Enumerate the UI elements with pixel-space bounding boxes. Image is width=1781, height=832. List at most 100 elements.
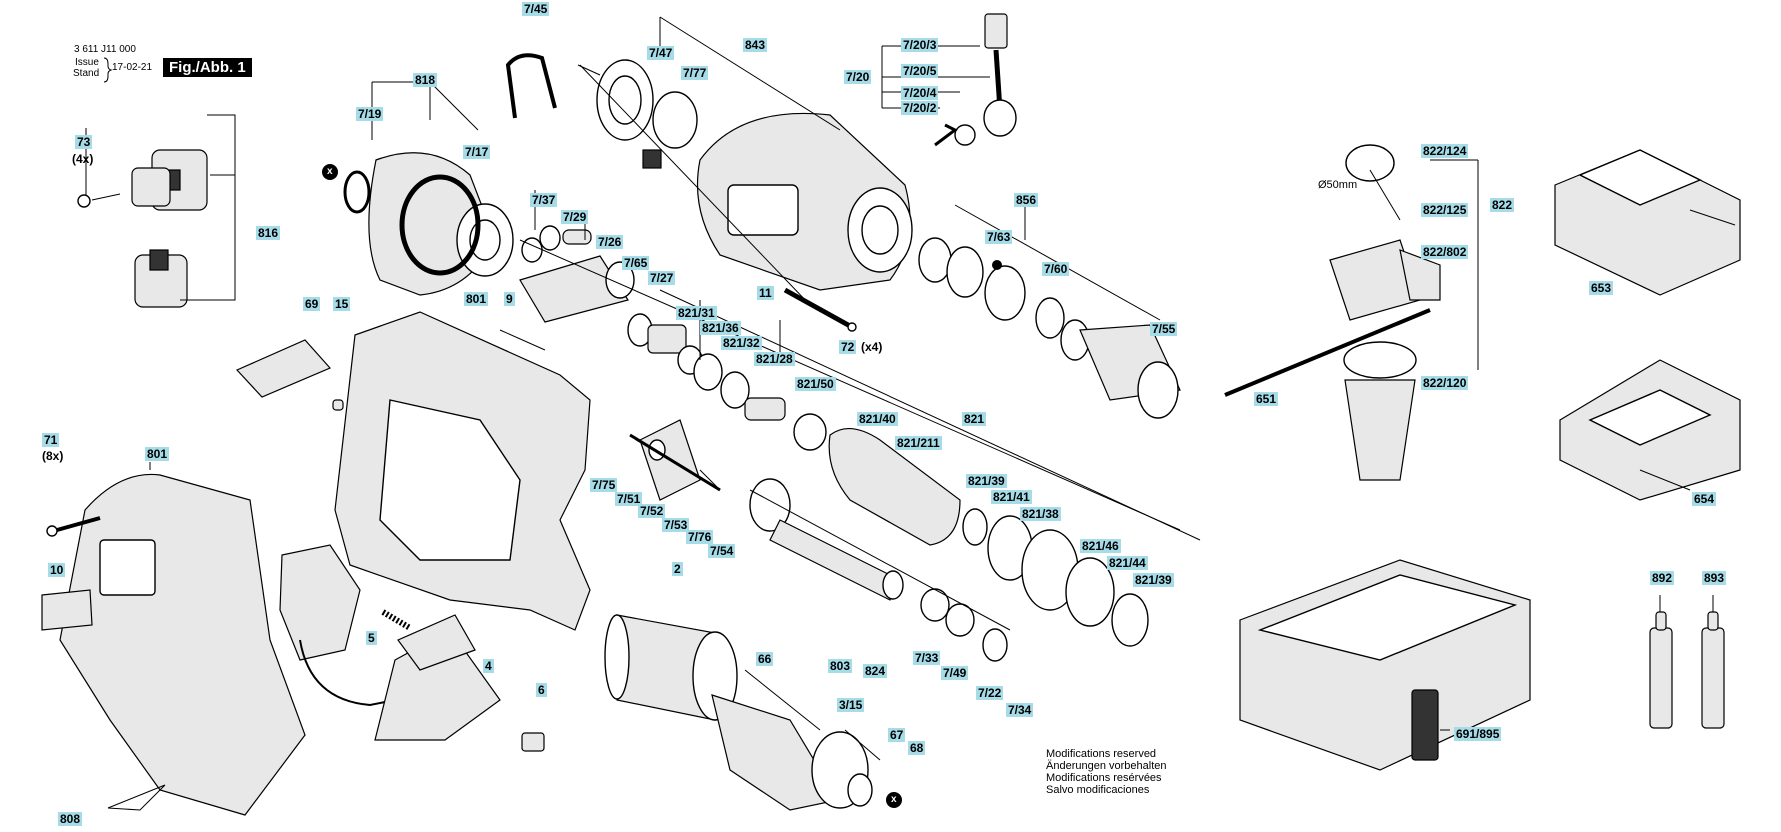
label-821-44: 821/44 <box>1107 556 1148 570</box>
armature-803 <box>711 669 902 811</box>
grease-tubes <box>1649 595 1725 729</box>
label-7-20-5: 7/20/5 <box>901 64 939 78</box>
label-803: 803 <box>828 659 853 673</box>
label-822-125: 822/125 <box>1421 203 1469 217</box>
label-7-49: 7/49 <box>941 666 969 680</box>
label-7-54: 7/54 <box>708 544 736 558</box>
label-893: 893 <box>1702 571 1727 585</box>
label-10: 10 <box>48 563 66 577</box>
label-821: 821 <box>962 412 987 426</box>
label-691-895: 691/895 <box>1454 727 1502 741</box>
label-821-32: 821/32 <box>721 336 762 350</box>
label-843: 843 <box>743 38 768 52</box>
label-7-20: 7/20 <box>844 70 872 84</box>
charger-654 <box>1559 359 1741 501</box>
diameter-note: Ø50mm <box>1318 179 1358 191</box>
label-821-46: 821/46 <box>1080 539 1121 553</box>
figure-tag: Fig./Abb. 1 <box>163 58 252 77</box>
x-mark-right: x <box>891 794 897 805</box>
shaft-824 <box>749 478 1011 662</box>
x-mark-left: x <box>327 166 333 177</box>
label-822-120: 822/120 <box>1421 376 1469 390</box>
label-72: 72 <box>839 340 857 354</box>
label-7-47: 7/47 <box>647 46 675 60</box>
issue-label: Issue <box>75 57 99 68</box>
label-7-63: 7/63 <box>985 230 1013 244</box>
label-821-38: 821/38 <box>1020 507 1061 521</box>
label-7-51: 7/51 <box>615 492 643 506</box>
spindle-group-821 <box>659 289 1201 647</box>
label-892: 892 <box>1650 571 1675 585</box>
label-7-17: 7/17 <box>463 145 491 159</box>
label-7-77: 7/77 <box>681 66 709 80</box>
label-7-60: 7/60 <box>1042 262 1070 276</box>
tool-holder-856 <box>918 204 1181 419</box>
modifications-note: Modifications reserved Änderungen vorbeh… <box>1046 748 1166 796</box>
label-821-211: 821/211 <box>895 436 942 450</box>
label-73: 73 <box>75 135 93 149</box>
label-822-124: 822/124 <box>1421 144 1469 158</box>
qty-8x: (8x) <box>42 449 64 463</box>
label-654: 654 <box>1692 492 1717 506</box>
label-3-15: 3/15 <box>837 698 865 712</box>
label-821-28: 821/28 <box>754 352 795 366</box>
brush-holder-816 <box>77 114 236 308</box>
label-822: 822 <box>1490 198 1515 212</box>
label-7-20-3: 7/20/3 <box>901 38 939 52</box>
label-801-upper: 801 <box>464 292 489 306</box>
label-808: 808 <box>58 812 83 826</box>
label-7-29: 7/29 <box>561 210 589 224</box>
label-7-75: 7/75 <box>590 478 618 492</box>
label-15: 15 <box>333 297 351 311</box>
label-821-50: 821/50 <box>795 377 836 391</box>
battery-653 <box>1554 149 1741 296</box>
label-7-55: 7/55 <box>1150 322 1178 336</box>
label-7-52: 7/52 <box>638 504 666 518</box>
label-856: 856 <box>1014 193 1039 207</box>
label-821-40: 821/40 <box>857 412 898 426</box>
label-821-31: 821/31 <box>676 306 717 320</box>
switch-fork-group <box>629 419 721 501</box>
label-5: 5 <box>366 631 377 645</box>
carrying-case-691-895 <box>1239 559 1531 771</box>
label-7-26: 7/26 <box>596 235 624 249</box>
label-6: 6 <box>536 683 547 697</box>
label-66: 66 <box>756 652 774 666</box>
note-line-fr: Modifications resérvées <box>1046 772 1162 784</box>
label-7-65: 7/65 <box>622 256 650 270</box>
housing-half-801-lower <box>46 462 306 816</box>
label-7-27: 7/27 <box>648 271 676 285</box>
label-7-22: 7/22 <box>976 686 1004 700</box>
label-7-53: 7/53 <box>662 518 690 532</box>
housing-half-801-upper <box>334 311 591 631</box>
end-bracket-818 <box>322 81 514 296</box>
label-7-19: 7/19 <box>356 107 384 121</box>
label-821-39-a: 821/39 <box>966 474 1007 488</box>
note-line-en: Modifications reserved <box>1046 748 1157 760</box>
label-818: 818 <box>413 73 438 87</box>
label-7-20-2: 7/20/2 <box>901 101 939 115</box>
label-801-lower: 801 <box>145 447 170 461</box>
label-7-20-4: 7/20/4 <box>901 86 939 100</box>
sleeve-2 <box>604 614 738 721</box>
label-7-45: 7/45 <box>522 2 550 16</box>
label-11: 11 <box>757 286 774 300</box>
label-2: 2 <box>672 562 683 576</box>
label-7-37: 7/37 <box>530 193 558 207</box>
stand-label: Stand <box>73 68 100 79</box>
label-7-34: 7/34 <box>1006 703 1034 717</box>
label-71: 71 <box>42 433 60 447</box>
label-824: 824 <box>863 664 888 678</box>
note-line-es: Salvo modificaciones <box>1046 784 1150 796</box>
label-67: 67 <box>888 728 906 742</box>
qty-72: (x4) <box>861 340 883 354</box>
label-821-39-b: 821/39 <box>1133 573 1174 587</box>
label-821-36: 821/36 <box>700 321 741 335</box>
label-68: 68 <box>908 741 926 755</box>
issue-date: 17-02-21 <box>112 62 153 73</box>
label-4: 4 <box>483 659 494 673</box>
label-9: 9 <box>504 292 515 306</box>
label-69: 69 <box>303 297 321 311</box>
